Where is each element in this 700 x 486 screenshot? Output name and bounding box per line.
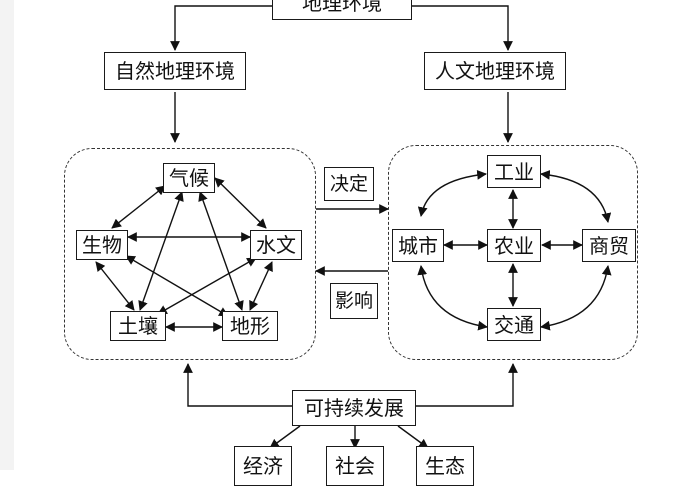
node-landform: 地形: [222, 311, 278, 341]
left-edge-strip: [0, 0, 14, 470]
connector-lines: [95, 5, 612, 449]
edge-title-to-natural: [170, 5, 272, 51]
edge-city-transport: [417, 265, 488, 331]
natural-elements-group: [64, 148, 316, 360]
edge-industry-city: [417, 170, 487, 217]
edge-sustainable-to-natural: [183, 363, 292, 407]
node-soil: 土壤: [110, 311, 166, 341]
label-decides: 决定: [324, 167, 374, 201]
edge-sustainable-to-ecology: [397, 425, 429, 449]
edge-hydrology-landform: [249, 261, 273, 311]
edge-sustainable-to-human: [416, 363, 518, 407]
node-transport: 交通: [487, 308, 541, 341]
node-hydrology: 水文: [250, 230, 302, 260]
economy-box: 经济: [234, 446, 292, 486]
node-agriculture: 农业: [487, 229, 541, 262]
node-industry: 工业: [487, 155, 541, 188]
edge-hydrology-soil: [157, 257, 257, 315]
natural-environment-box: 自然地理环境: [104, 52, 246, 90]
human-elements-group: [388, 145, 638, 360]
geographic-environment-title: 地理环境: [272, 0, 412, 20]
edge-commerce-transport: [540, 265, 612, 331]
node-city: 城市: [392, 229, 444, 262]
label-influences: 影响: [330, 283, 378, 319]
node-biology: 生物: [76, 230, 128, 260]
node-commerce: 商贸: [582, 229, 636, 262]
edge-sustainable-to-economy: [269, 425, 301, 449]
human-environment-box: 人文地理环境: [424, 52, 566, 90]
node-climate: 气候: [163, 163, 215, 193]
ecology-box: 生态: [416, 446, 474, 486]
society-box: 社会: [326, 446, 384, 486]
edge-title-to-human: [412, 5, 513, 51]
sustainable-development-box: 可持续发展: [292, 390, 416, 426]
edge-industry-commerce: [540, 170, 612, 223]
